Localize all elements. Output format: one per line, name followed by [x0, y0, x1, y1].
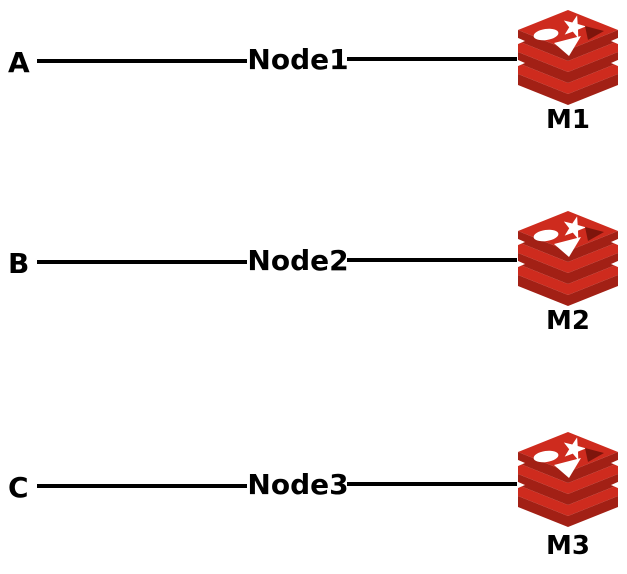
redis-database-icon — [517, 210, 619, 307]
node-label-3: Node3 — [247, 468, 349, 501]
connection-line — [37, 260, 247, 264]
master-label-m1: M1 — [546, 105, 590, 135]
node-label-2: Node2 — [247, 244, 349, 277]
connection-line — [347, 258, 517, 262]
redis-database-icon — [517, 431, 619, 528]
connection-line — [347, 482, 517, 486]
connection-line — [347, 57, 517, 61]
redis-database-icon — [517, 9, 619, 106]
client-label-b: B — [8, 247, 30, 280]
node-label-1: Node1 — [247, 43, 349, 76]
connection-line — [37, 59, 247, 63]
client-label-a: A — [8, 46, 30, 79]
client-label-c: C — [8, 471, 29, 504]
master-label-m3: M3 — [546, 531, 590, 561]
master-label-m2: M2 — [546, 306, 590, 336]
connection-line — [37, 484, 247, 488]
